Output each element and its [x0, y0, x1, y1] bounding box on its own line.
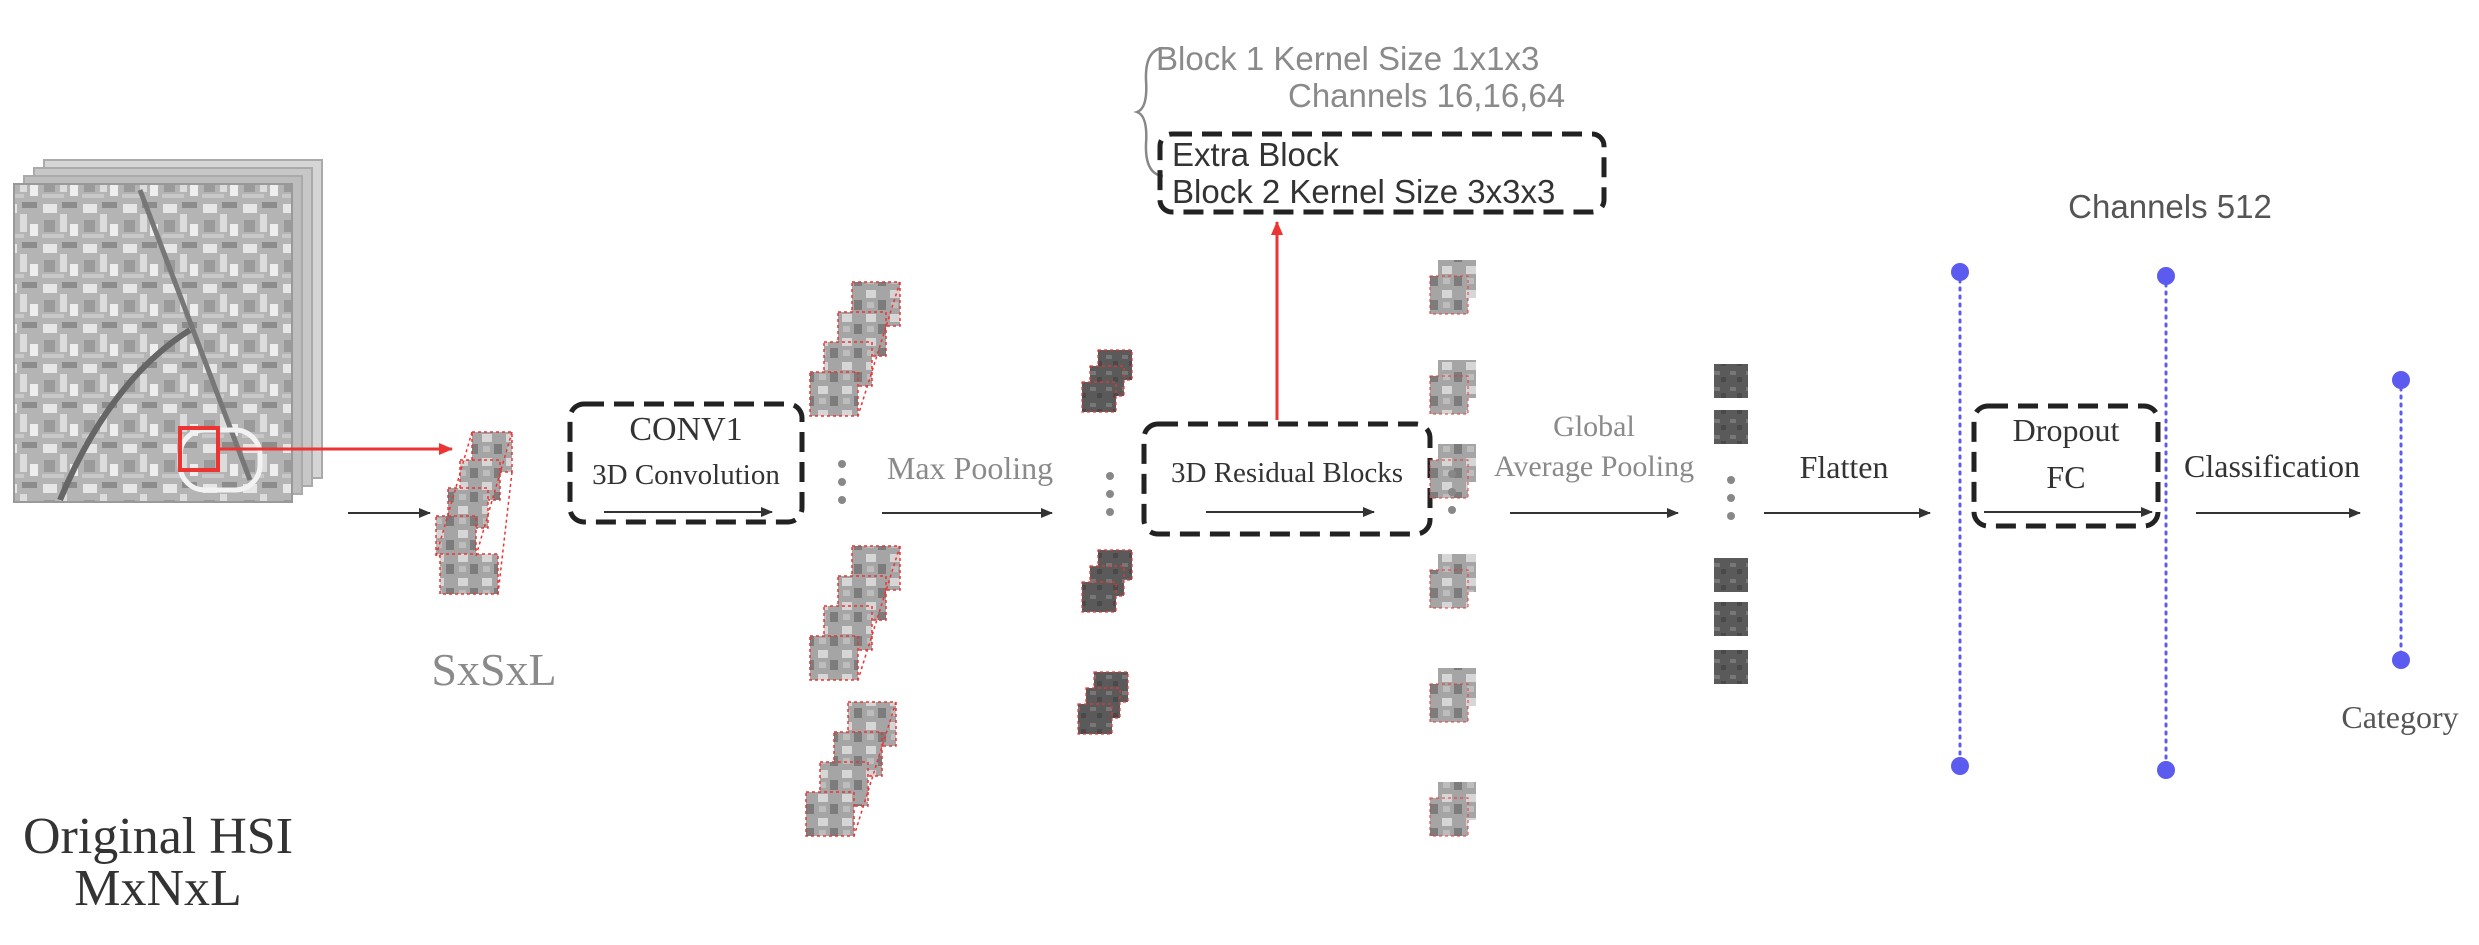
- flatten-label: Flatten: [1800, 449, 1889, 485]
- feature-map-group-3: [805, 701, 897, 837]
- pooled-feature-maps: [1077, 349, 1133, 735]
- conv-feature-maps: [805, 281, 901, 837]
- selected-patch-marker: [178, 426, 220, 472]
- feature-map-group-2: [809, 545, 901, 681]
- conv1-title: CONV1: [629, 411, 742, 448]
- fc-neuron-column: [2157, 267, 2175, 779]
- category-label: Category: [2341, 699, 2458, 735]
- fc-label: FC: [2046, 459, 2085, 495]
- category-neuron-column: [2392, 371, 2410, 669]
- patch-size-label: SxSxL: [431, 644, 556, 695]
- dropout-fc-box: [1971, 403, 2161, 529]
- block2-kernel-text: Block 2 Kernel Size 3x3x3: [1172, 173, 1555, 210]
- flatten-neuron-column: [1951, 263, 1969, 775]
- block1-channels-text: Channels 16,16,64: [1288, 77, 1565, 114]
- extra-block-box: [1157, 131, 1607, 215]
- average-pooling-label: Average Pooling: [1494, 450, 1694, 483]
- gap-output-vectors: [1714, 364, 1748, 684]
- extra-block-text: Extra Block: [1172, 136, 1339, 173]
- dropout-label: Dropout: [2013, 412, 2120, 448]
- residual-feature-maps: [1429, 260, 1476, 837]
- block1-kernel-text: Block 1 Kernel Size 1x1x3: [1156, 40, 1539, 77]
- channels-512-label: Channels 512: [2068, 188, 2272, 225]
- original-hsi-label: Original HSI: [23, 808, 293, 865]
- original-hsi-image-stack: [13, 159, 323, 503]
- conv1-box: [567, 401, 805, 525]
- feature-map-group-1: [809, 281, 901, 417]
- max-pooling-label: Max Pooling: [887, 450, 1053, 486]
- original-hsi-dims: MxNxL: [74, 860, 242, 917]
- residual-blocks-label: 3D Residual Blocks: [1171, 457, 1403, 489]
- input-patch-cube: [435, 431, 513, 595]
- residual-blocks-box: [1141, 421, 1433, 537]
- conv1-subtitle: 3D Convolution: [592, 459, 780, 491]
- global-label: Global: [1553, 410, 1635, 443]
- block-info-callout: Block 1 Kernel Size 1x1x3 Channels 16,16…: [1133, 40, 1607, 215]
- classification-label: Classification: [2184, 448, 2360, 484]
